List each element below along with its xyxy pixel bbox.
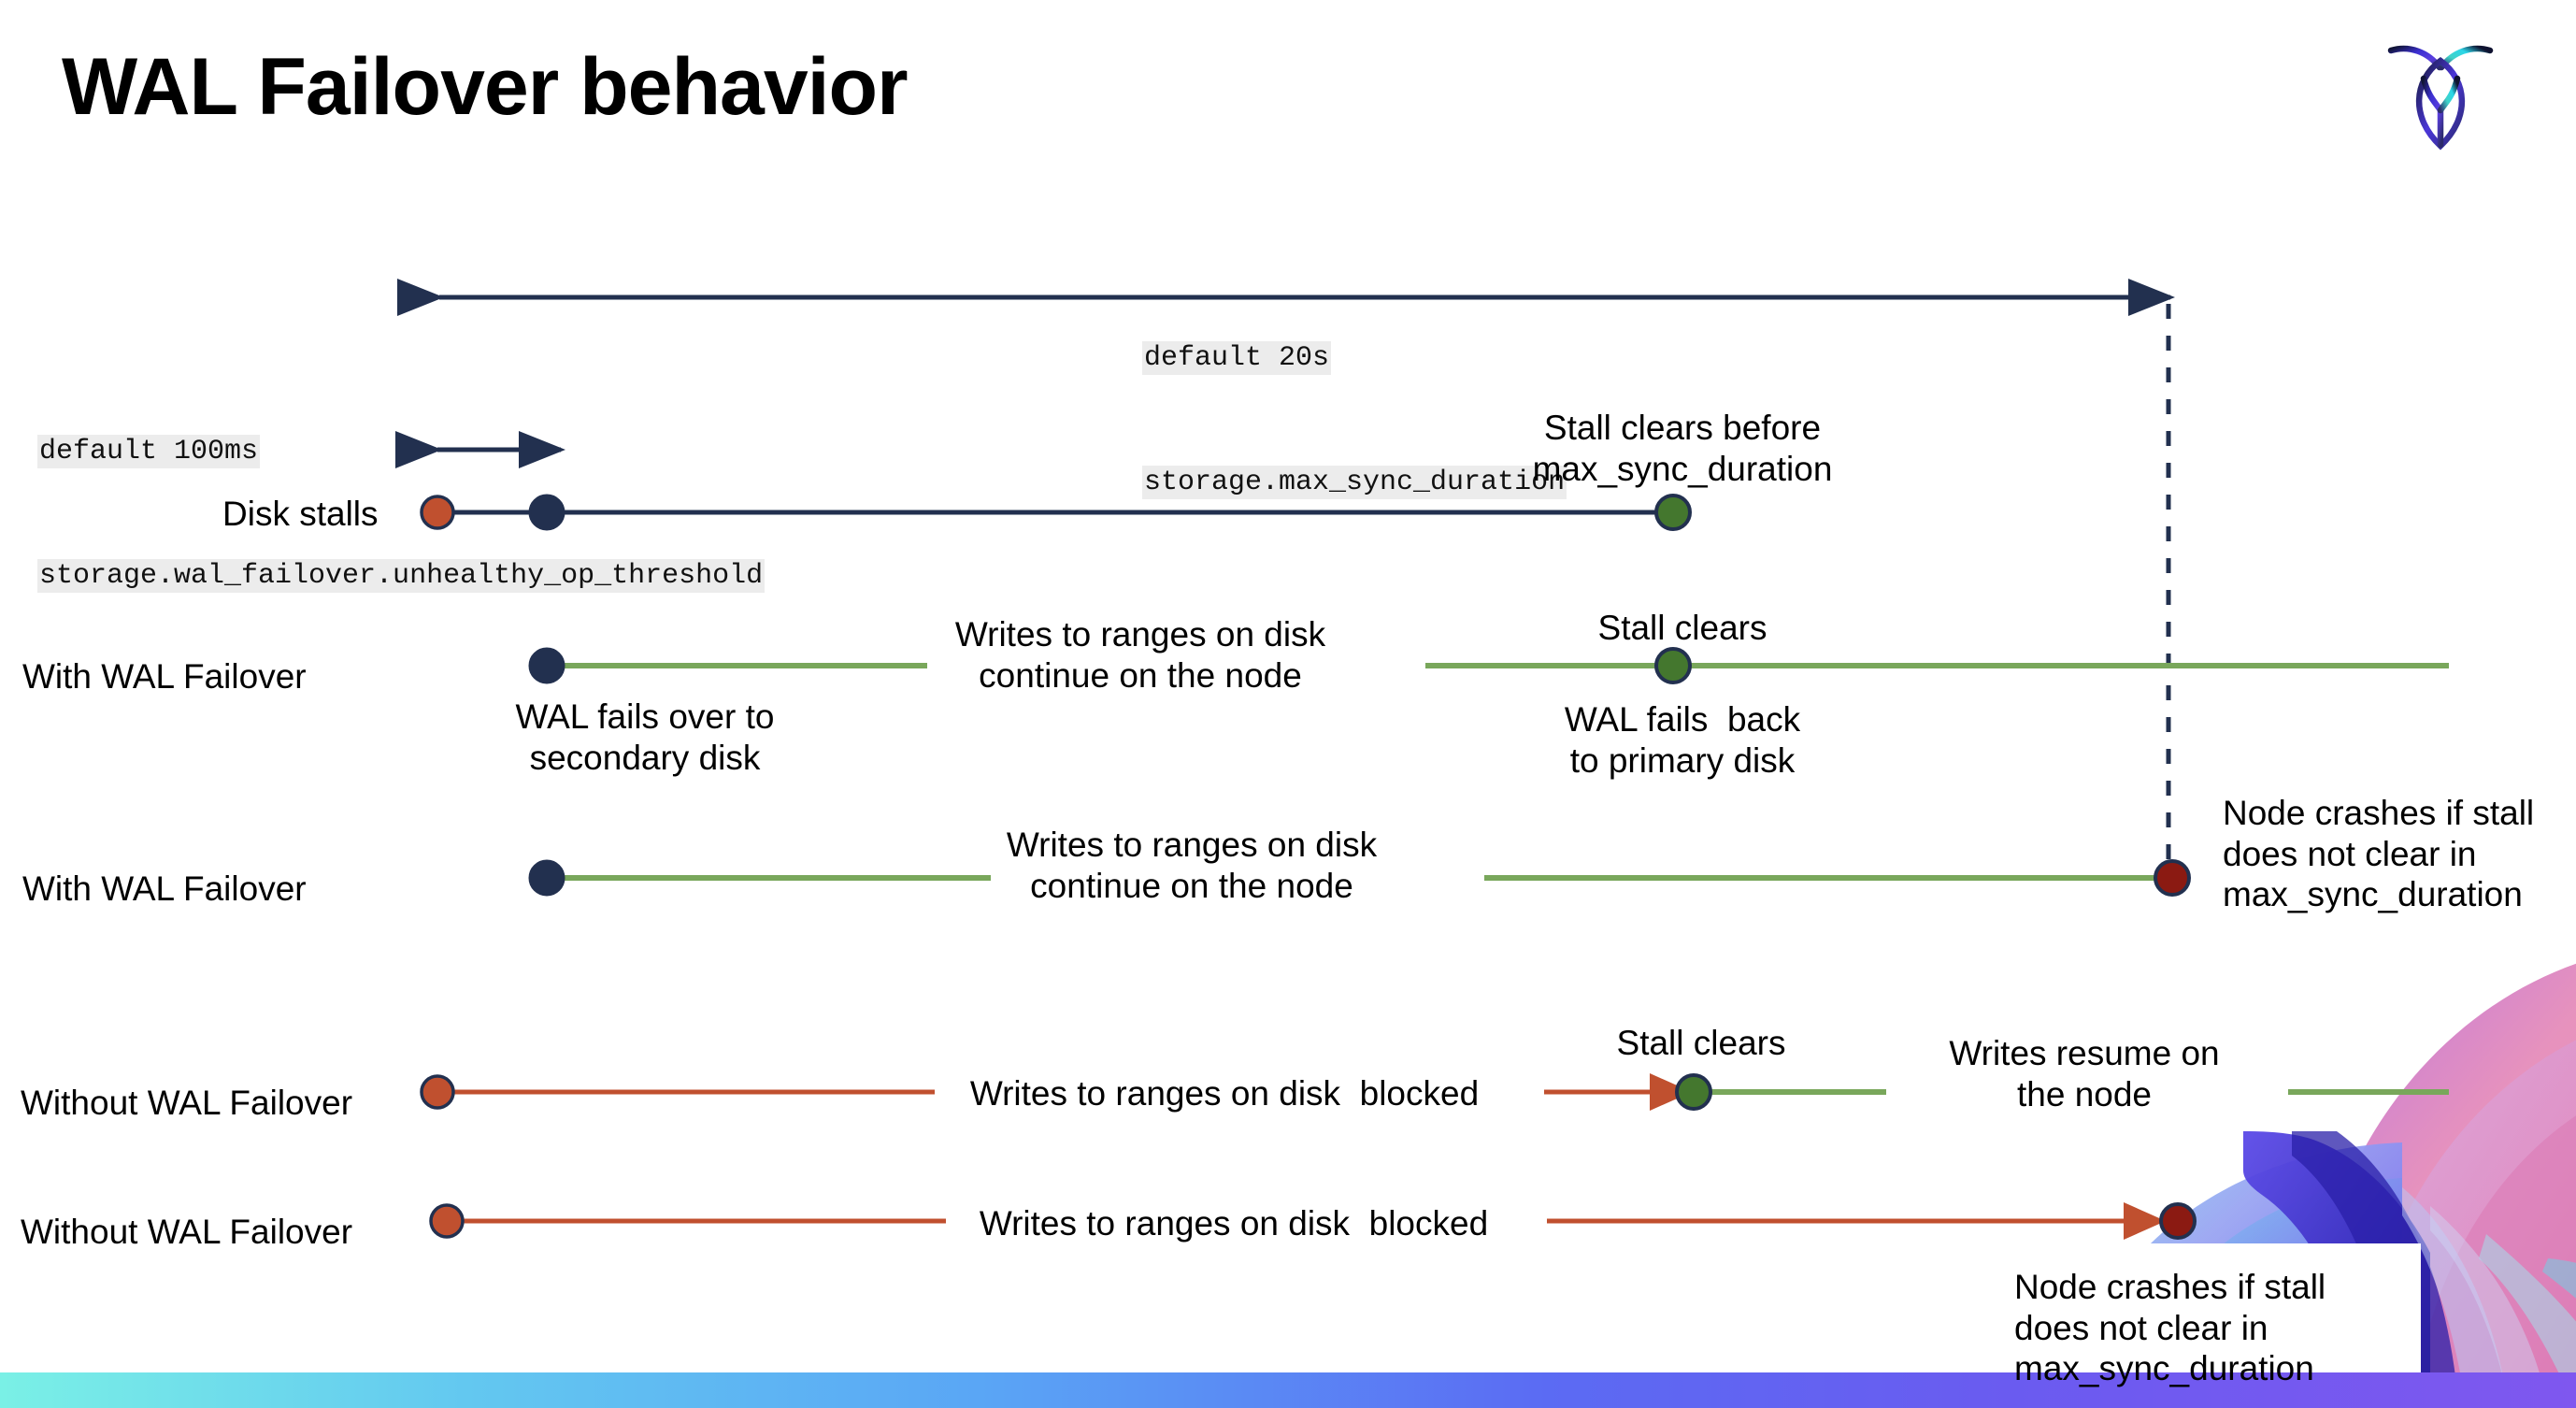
note-writes-continue-row2: Writes to ranges on disk continue on the… [954,615,1326,695]
note-wal-fails-over-secondary: WAL fails over to secondary disk [515,697,775,777]
row-label-with-wal-failover-1: With WAL Failover [22,657,307,696]
annotation-max-sync-line2: storage.max_sync_duration [1142,465,1567,499]
row-without-wal-failover-2-track [429,1202,2197,1240]
note-node-crashes-row5: Node crashes if stall does not clear in … [2014,1268,2326,1388]
annotation-max-sync-duration: default 20s storage.max_sync_duration [1142,254,1567,586]
row-with-wal-failover-2-track [528,859,2191,897]
cockroachdb-logo [2382,32,2499,153]
note-writes-blocked-row4: Writes to ranges on disk blocked [969,1074,1480,1113]
page-title: WAL Failover behavior [62,42,909,132]
row-disk-stalls-track [420,494,1692,531]
row-without-wal-failover-1-track [420,1073,2449,1111]
row-with-wal-failover-1-track [528,647,2449,684]
row-label-with-wal-failover-2: With WAL Failover [22,869,307,908]
note-stall-clears-row2: Stall clears [1597,609,1767,647]
note-writes-resume-row4: Writes resume on the node [1949,1034,2220,1113]
note-stall-clears-row4: Stall clears [1616,1024,1786,1062]
note-writes-blocked-row5: Writes to ranges on disk blocked [979,1204,1489,1243]
note-stall-clears-before-max-sync: Stall clears before max_sync_duration [1532,409,1833,488]
note-writes-continue-row3: Writes to ranges on disk continue on the… [1006,826,1378,905]
note-node-crashes-row3: Node crashes if stall does not clear in … [2223,794,2535,914]
row-label-disk-stalls: Disk stalls [222,495,379,533]
annotation-unhealthy-line2: storage.wal_failover.unhealthy_op_thresh… [37,558,766,593]
annotation-unhealthy-line1: default 100ms [37,434,261,468]
annotation-max-sync-line1: default 20s [1142,340,1332,375]
row-label-without-wal-failover-2: Without WAL Failover [21,1213,353,1251]
annotation-unhealthy-op-threshold: default 100ms storage.wal_failover.unhea… [37,348,766,680]
note-wal-fails-back-primary: WAL fails back to primary disk [1564,700,1801,780]
row-label-without-wal-failover-1: Without WAL Failover [21,1084,353,1122]
bottom-gradient-bar [0,1372,2576,1408]
